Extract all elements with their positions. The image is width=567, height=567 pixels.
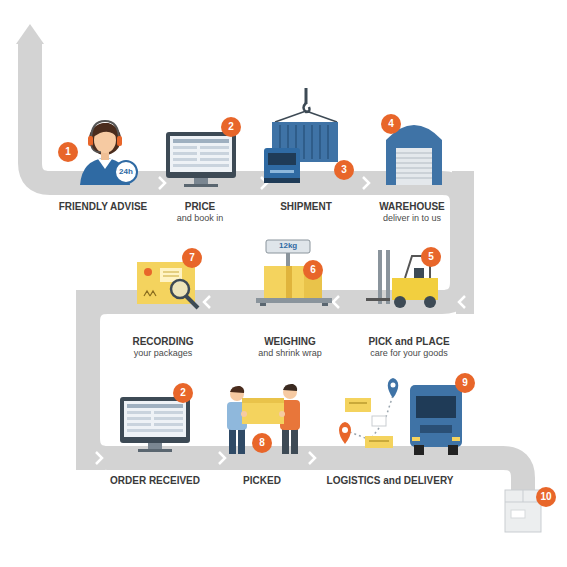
- arrow-head: [333, 296, 339, 308]
- warehouse-icon: [386, 125, 442, 185]
- callout-number: 5: [421, 247, 441, 267]
- step-title: PICKED: [228, 474, 296, 487]
- step-title: RECORDING: [125, 335, 201, 348]
- step-subtitle: and book in: [168, 213, 232, 224]
- arrow-head: [363, 177, 369, 189]
- icon-label: 12kg: [279, 241, 297, 251]
- arrow-head: [204, 296, 210, 308]
- container-truck-icon: [264, 88, 338, 183]
- step-title: SHIPMENT: [270, 200, 342, 213]
- callout-number: 2: [173, 383, 193, 403]
- computer-monitor-icon: [120, 397, 190, 452]
- road-path: [30, 42, 523, 494]
- callout-number: 2: [221, 117, 241, 137]
- step-subtitle: deliver in to us: [372, 213, 452, 224]
- step-subtitle: your packages: [125, 348, 201, 359]
- callout-number: 9: [455, 373, 475, 393]
- arrow-head: [159, 177, 165, 189]
- process-step: LOGISTICS and DELIVERY: [318, 380, 462, 500]
- road-segment: [201, 290, 250, 314]
- support-agent-icon: [80, 121, 137, 185]
- step-title: LOGISTICS and DELIVERY: [318, 474, 462, 487]
- road-connector: [330, 296, 362, 308]
- road-segment: [452, 183, 462, 302]
- road-connector: [88, 302, 125, 464]
- road-segment: [296, 446, 318, 470]
- step-title: WAREHOUSE: [372, 200, 452, 213]
- process-step: WEIGHINGand shrink wrap: [250, 238, 330, 363]
- step-title: PRICE: [168, 200, 232, 213]
- callout-number: 7: [182, 248, 202, 268]
- step-title: WEIGHING: [250, 335, 330, 348]
- arrow-head: [219, 452, 225, 464]
- icon-label: 24h: [119, 167, 133, 177]
- step-subtitle: care for your goods: [362, 348, 456, 359]
- road-connector: [452, 183, 465, 308]
- road-connector: [205, 452, 228, 464]
- step-title: FRIENDLY ADVISE: [50, 200, 156, 213]
- computer-monitor-icon: [166, 132, 236, 187]
- road-connector: [296, 452, 318, 464]
- people-carrying-box-icon: [227, 384, 300, 454]
- road-connector: [201, 296, 250, 308]
- step-subtitle: and shrink wrap: [250, 348, 330, 359]
- logistics-delivery-icon: [339, 378, 462, 455]
- step-title: ORDER RECEIVED: [105, 474, 205, 487]
- process-step: PICK and PLACEcare for your goods: [362, 238, 456, 363]
- callout-number: 6: [303, 260, 323, 280]
- road-segment: [330, 290, 362, 314]
- weighing-scale-icon: [256, 240, 332, 306]
- road-segment: [205, 446, 228, 470]
- callout-number: 10: [536, 487, 556, 507]
- road-segment: [88, 302, 125, 458]
- arrow-head: [96, 452, 102, 464]
- process-step: SHIPMENT: [270, 100, 342, 235]
- road-start-arrow: [16, 24, 44, 44]
- callout-number: 3: [334, 160, 354, 180]
- step-title: PICK and PLACE: [362, 335, 456, 348]
- callout-number: 4: [381, 114, 401, 134]
- arrow-head: [309, 452, 315, 464]
- callout-number: 1: [58, 142, 78, 162]
- arrow-head: [459, 296, 465, 308]
- process-step: FRIENDLY ADVISE: [50, 100, 156, 235]
- callout-number: 8: [252, 433, 272, 453]
- package-inspection-icon: [137, 262, 198, 308]
- road-connector: [156, 177, 168, 189]
